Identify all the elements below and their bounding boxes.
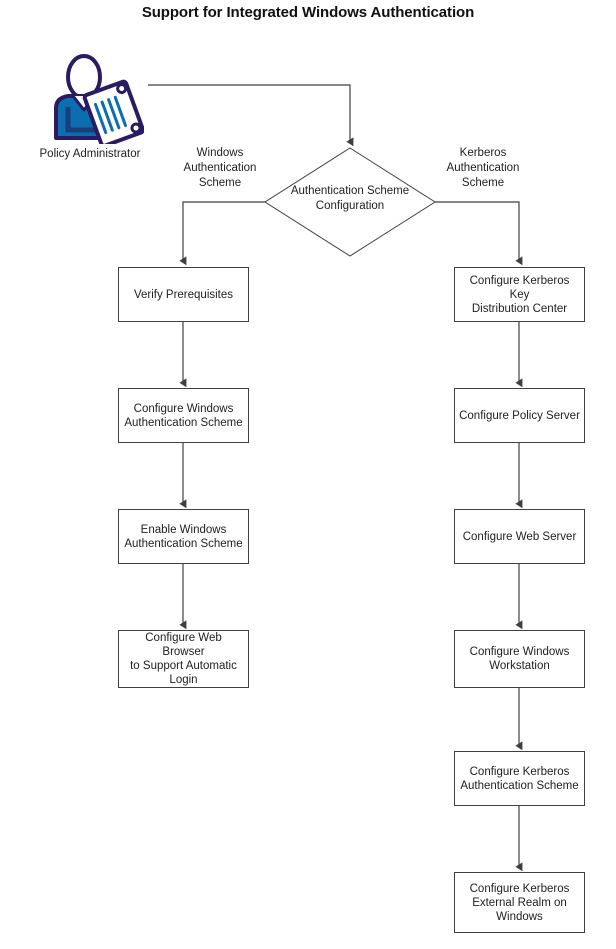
node-configure-policy-server[interactable]: Configure Policy Server: [454, 388, 585, 443]
node-configure-web-browser-automatic-login[interactable]: Configure Web Browser to Support Automat…: [118, 630, 249, 688]
decision-node-label: Authentication Scheme Configuration: [290, 185, 410, 212]
node-label: Configure Kerberos External Realm on Win…: [469, 882, 570, 923]
policy-administrator-label: Policy Administrator: [39, 148, 141, 160]
node-label: Enable Windows Authentication Scheme: [124, 523, 243, 550]
node-label: Configure Web Browser to Support Automat…: [130, 632, 237, 686]
edge-decision-to-configure-kdc: [435, 201, 523, 266]
decision-diamond: [264, 147, 436, 257]
node-configure-web-server[interactable]: Configure Web Server: [454, 509, 585, 564]
node-configure-kerberos-key-distribution-center[interactable]: Configure Kerberos Key Distribution Cent…: [454, 267, 585, 322]
node-label: Configure Kerberos Key Distribution Cent…: [469, 274, 570, 315]
node-configure-windows-workstation[interactable]: Configure Windows Workstation: [454, 630, 585, 688]
edge-label-windows-authentication-scheme: Windows Authentication Scheme: [183, 147, 257, 189]
node-configure-kerberos-external-realm-on-windows[interactable]: Configure Kerberos External Realm on Win…: [454, 872, 585, 933]
node-configure-kerberos-authentication-scheme[interactable]: Configure Kerberos Authentication Scheme: [454, 751, 585, 806]
edge-decision-to-verify-prerequisites: [179, 201, 265, 266]
person-with-clipboard-icon: [54, 54, 145, 148]
node-verify-prerequisites[interactable]: Verify Prerequisites: [118, 267, 249, 322]
node-label: Configure Policy Server: [459, 409, 580, 422]
diagram-title: Support for Integrated Windows Authentic…: [141, 4, 475, 21]
edge-actor-to-decision: [148, 84, 354, 147]
policy-administrator-actor[interactable]: [44, 52, 145, 148]
node-label: Configure Windows Workstation: [469, 646, 570, 672]
node-enable-windows-authentication-scheme[interactable]: Enable Windows Authentication Scheme: [118, 509, 249, 564]
node-label: Configure Kerberos Authentication Scheme: [460, 765, 579, 792]
edge-label-kerberos-authentication-scheme: Kerberos Authentication Scheme: [446, 147, 520, 189]
node-configure-windows-authentication-scheme[interactable]: Configure Windows Authentication Scheme: [118, 388, 249, 443]
node-label: Configure Web Server: [462, 530, 577, 543]
node-label: Configure Windows Authentication Scheme: [124, 402, 243, 429]
node-label: Verify Prerequisites: [133, 288, 234, 301]
